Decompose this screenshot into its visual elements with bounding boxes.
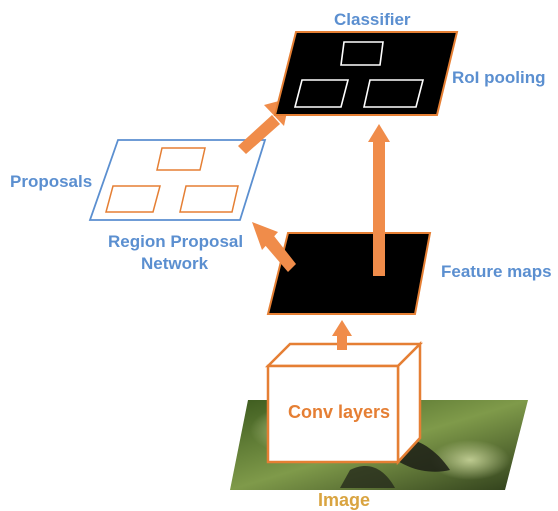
roi-box-left [293, 79, 350, 108]
roi-box-top [340, 41, 384, 66]
arrow-conv-to-feature-maps [332, 320, 352, 350]
conv-layers-box [264, 340, 424, 466]
arrow-feature-maps-to-proposals [252, 222, 296, 272]
roi-pooling-label: RoI pooling [452, 68, 546, 87]
rpn-label-line2: Network [141, 254, 209, 273]
proposals-label: Proposals [10, 172, 93, 191]
proposal-box-left [105, 185, 161, 213]
classifier-label: Classifier [334, 10, 411, 29]
classifier-plane [273, 31, 459, 116]
proposal-box-right [179, 185, 239, 213]
rpn-label-line1: Region Proposal [108, 232, 244, 251]
conv-layers-label: Conv layers [288, 402, 391, 422]
feature-maps-plane [266, 232, 432, 315]
arrow-feature-maps-to-classifier [368, 124, 390, 276]
proposals-plane [88, 139, 267, 221]
feature-maps-label: Feature maps [441, 262, 552, 281]
roi-box-right [363, 79, 425, 108]
proposal-box-top [156, 147, 206, 171]
image-label: Image [318, 490, 371, 510]
